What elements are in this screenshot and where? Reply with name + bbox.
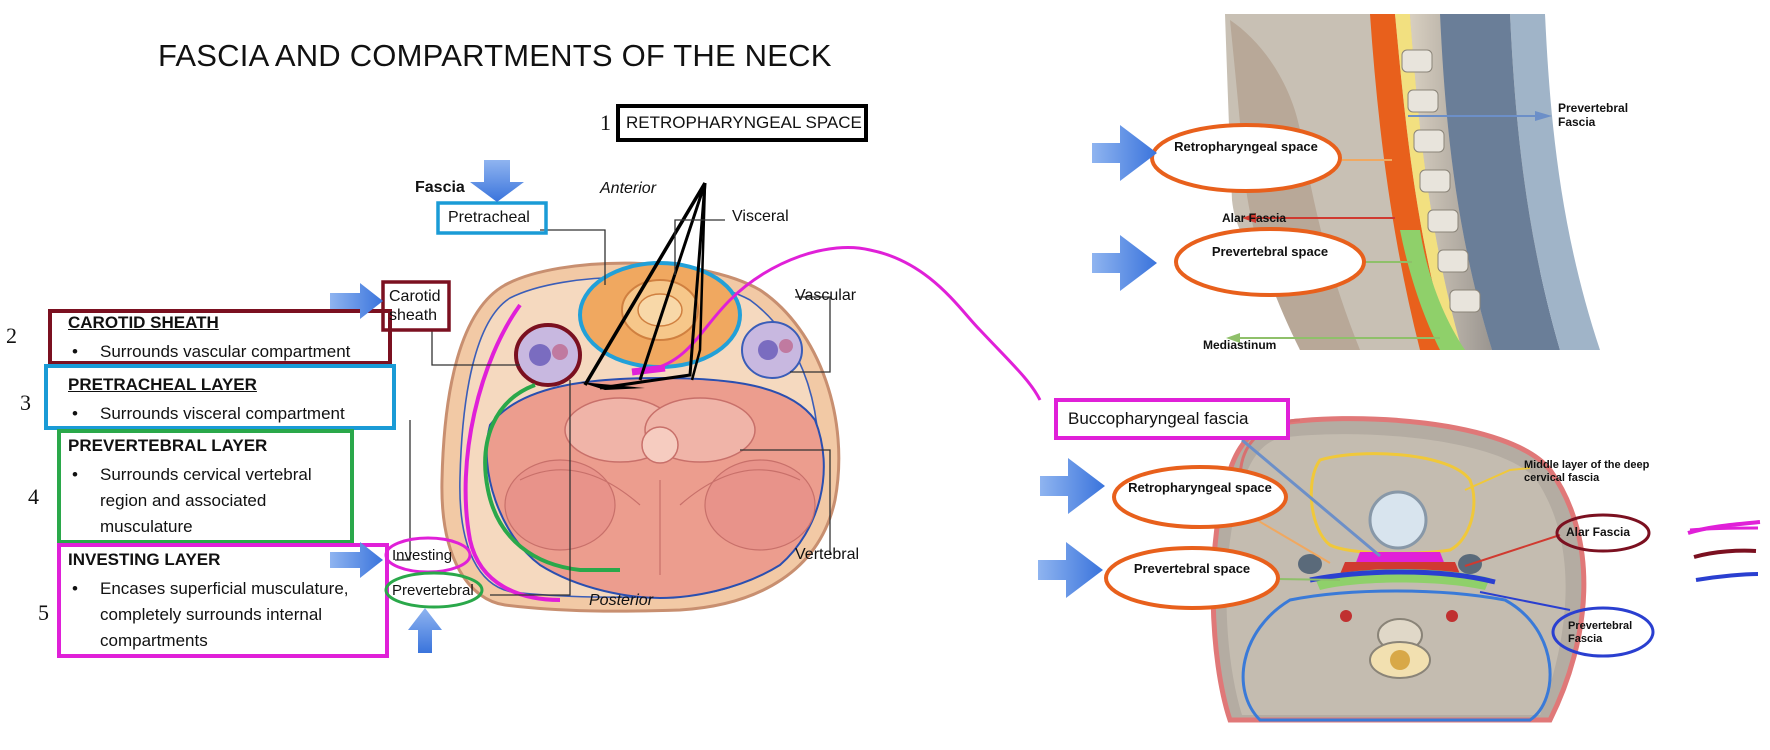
pretracheal-bullet: Surrounds visceral compartment [72,401,388,427]
investing-box-border [57,543,389,658]
axial-prevertebral-fascia-oval [1551,606,1655,658]
retropharyngeal-label: RETROPHARYNGEAL SPACE [626,113,862,132]
axial-prevertebral-space-label: Prevertebral space [1133,561,1251,576]
investing-box: INVESTING LAYER Encases superficial musc… [68,550,384,654]
prevertebral-label-oval [384,571,484,609]
pretracheal-box-border [44,364,396,430]
axial-retropharyngeal-oval [1112,465,1288,529]
layer-number-5: 5 [38,600,49,625]
carotid-sheath-box: CAROTID SHEATH Surrounds vascular compar… [68,313,388,365]
retropharyngeal-box [616,104,868,142]
page-title: FASCIA AND COMPARTMENTS OF THE NECK [158,38,832,73]
sagittal-retropharyngeal-label: Retropharyngeal space [1174,139,1318,154]
carotid-sheath-heading: CAROTID SHEATH [68,313,219,332]
prevertebral-outline [483,383,620,572]
investing-outline [463,303,561,602]
vertebral-label: Vertebral [795,546,860,563]
buccopharyngeal-label: Buccopharyngeal fascia [1068,409,1249,428]
buccopharyngeal-connector [649,245,1042,401]
layer-number-3: 3 [20,390,31,415]
pretracheal-label-box [436,201,548,235]
investing-heading: INVESTING LAYER [68,550,221,569]
sagittal-mediastinum-label: Mediastinum [1203,338,1277,352]
axial-prevertebral-oval [1104,546,1280,610]
fascia-heading: Fascia [415,179,465,196]
carotid-sheath-label: Carotid sheath [389,288,441,324]
prevertebral-bullet: Surrounds cervical vertebral region and … [72,462,348,540]
sagittal-alar-label: Alar Fascia [1222,211,1287,225]
carotid-label-box [381,280,451,332]
anterior-label: Anterior [600,180,657,197]
axial-arrow-1 [1040,458,1105,514]
axial-alar-label: Alar Fascia [1566,525,1631,539]
investing-label: Investing [392,547,453,564]
prevertebral-box: PREVERTEBRAL LAYER Surrounds cervical ve… [68,436,348,540]
sagittal-retropharyngeal-oval [1150,123,1342,193]
prevertebral-box-border [57,429,354,544]
buccopharyngeal-box [1054,398,1290,440]
retropharyngeal-orange-stripe [1370,14,1450,350]
legend-blue-stroke [1695,572,1759,582]
axial-retropharyngeal-label: Retropharyngeal space [1128,480,1272,495]
sagittal-arrow-2 [1092,235,1157,291]
axial-arrow-2 [1038,542,1103,598]
axial-prevertebral-fascia-label: Prevertebral Fascia [1568,620,1633,645]
investing-bullet: Encases superficial musculature, complet… [72,576,384,654]
sagittal-arrow-1 [1092,125,1157,181]
legend-darkred-stroke [1693,548,1757,559]
neck-cross-section [395,182,1042,613]
layer-number-2: 2 [6,323,17,348]
sagittal-prevertebral-space-label: Prevertebral space [1211,244,1329,259]
prevertebral-heading: PREVERTEBRAL LAYER [68,436,268,455]
posterior-label: Posterior [589,592,654,609]
layer-number-4: 4 [28,484,39,509]
vascular-label: Vascular [795,287,857,304]
pretracheal-box: PRETRACHEAL LAYER Surrounds visceral com… [68,375,388,427]
axial-middle-layer-label: Middle layer of the deep cervical fascia [1524,459,1650,484]
carotid-sheath-bullet: Surrounds vascular compartment [72,339,388,365]
pretracheal-heading: PRETRACHEAL LAYER [68,375,257,394]
pretracheal-label: Pretracheal [448,209,530,226]
axial-alar-oval [1555,513,1651,553]
left-arrows [330,160,524,653]
legend-magenta-stroke [1687,520,1761,535]
visceral-label: Visceral [732,208,789,225]
sagittal-prevertebral-oval [1174,227,1366,297]
retropharyngeal-number: 1 [600,110,611,135]
sagittal-prevertebral-fascia-label: Prevertebral Fascia [1558,101,1629,129]
prevertebral-label: Prevertebral [392,582,474,599]
